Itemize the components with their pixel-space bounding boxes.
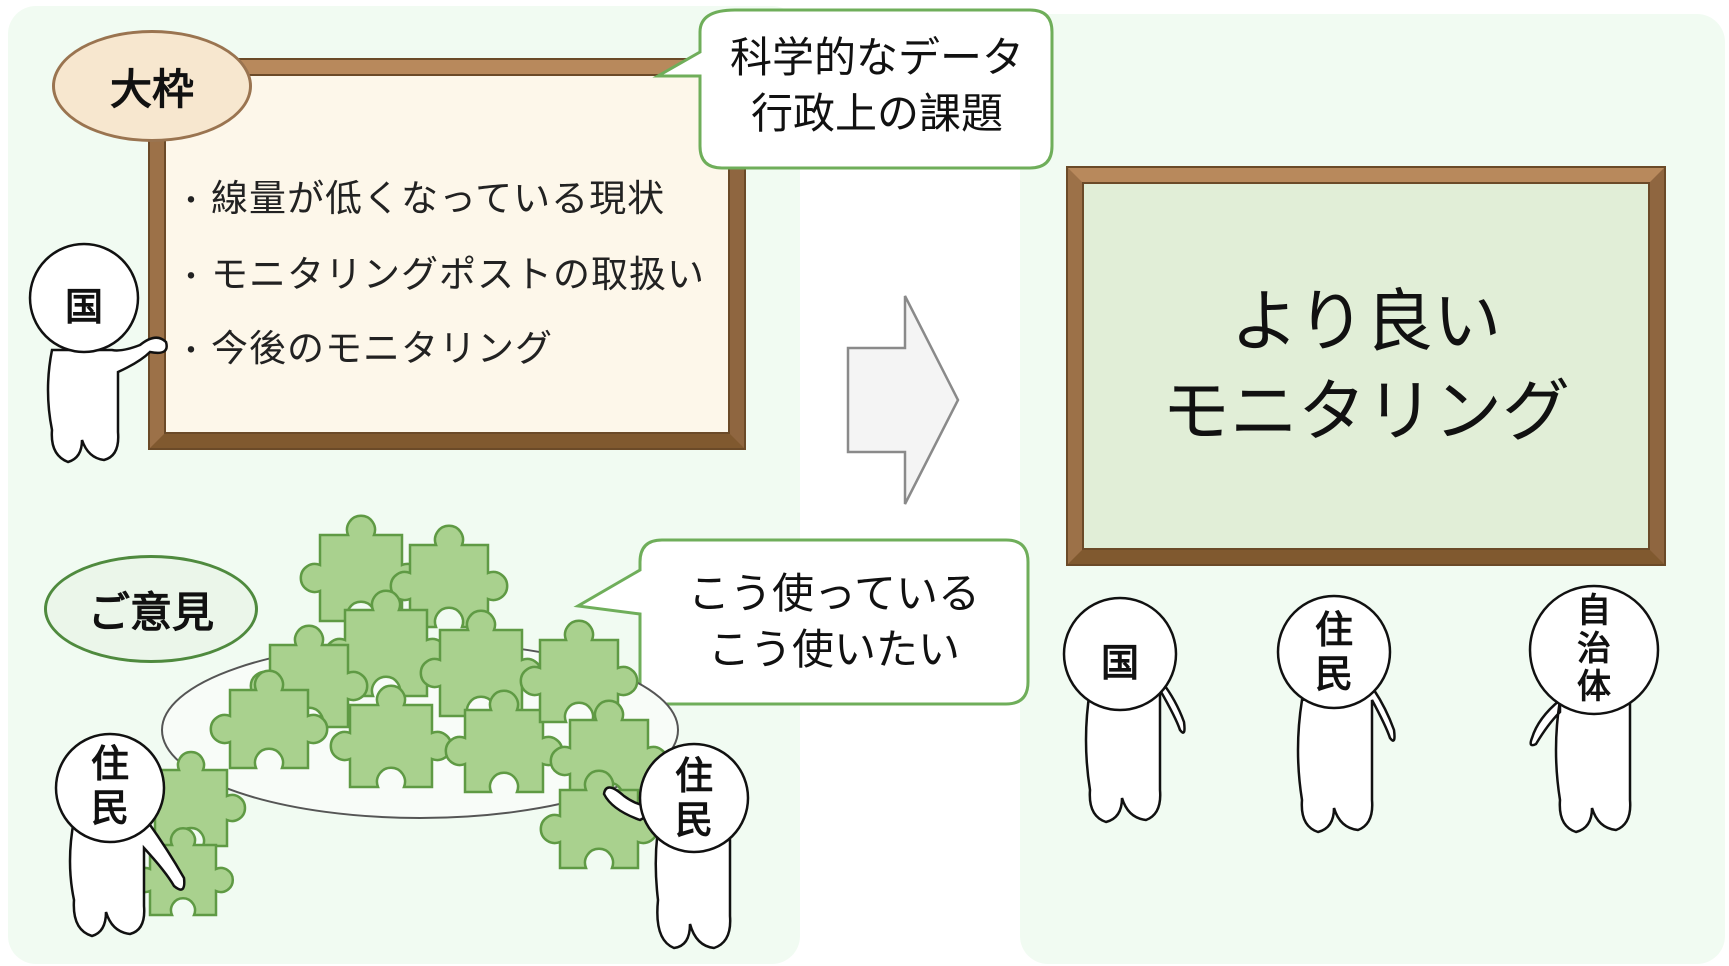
figure-jichitai <box>1528 584 1660 834</box>
jichitai-label: 自 治 体 <box>1566 592 1622 706</box>
puzzle-pile <box>132 514 669 917</box>
figure-jumin-mid <box>1276 594 1396 834</box>
framework-tag: 大枠 <box>52 30 252 142</box>
bullet-item-monitoring-post: ・モニタリングポストの取扱い <box>176 253 705 296</box>
kuni-right-label: 国 <box>1100 641 1139 685</box>
figure-kuni-right <box>1062 596 1186 824</box>
puzzle-piece <box>444 689 564 794</box>
jumin-right-char-1: 住 <box>674 754 713 798</box>
puzzle-piece <box>299 514 423 623</box>
callout-bottom-text: こう使っている こう使いたい <box>648 566 1020 678</box>
right-board-line-1: より良い <box>1230 283 1502 362</box>
bullet-item-current-dose: ・線量が低くなっている現状 <box>176 177 666 220</box>
figure-kuni-left <box>28 242 168 464</box>
jumin-right-char-2: 民 <box>674 798 713 842</box>
right-board-line-2: モニタリング <box>1161 373 1570 452</box>
right-board-title: より良い モニタリング <box>1080 278 1652 458</box>
puzzle-piece <box>209 669 329 770</box>
figure-jumin-left <box>54 732 186 938</box>
jichitai-char-3: 体 <box>1577 667 1611 707</box>
puzzle-piece <box>329 684 453 789</box>
callout-bottom-line-1: こう使っている <box>688 569 980 618</box>
jumin-mid-char-1: 住 <box>1314 608 1353 652</box>
callout-bottom-line-2: こう使いたい <box>707 625 960 674</box>
callout-top-line-1: 科学的なデータ <box>729 33 1024 82</box>
right-board <box>1068 168 1664 564</box>
jumin-mid-label: 住 民 <box>1304 608 1364 696</box>
figure-jumin-right <box>602 742 750 950</box>
arrow-shape <box>846 295 960 505</box>
kuni-left-label: 国 <box>64 285 103 329</box>
jumin-mid-char-2: 民 <box>1314 652 1353 696</box>
jumin-right-label: 住 民 <box>664 754 724 842</box>
callout-top-text: 科学的なデータ 行政上の課題 <box>712 30 1042 142</box>
jumin-left-label: 住 民 <box>80 742 140 830</box>
jichitai-char-1: 自 <box>1577 591 1611 631</box>
jumin-left-char-2: 民 <box>90 786 129 830</box>
opinions-tag: ご意見 <box>44 555 258 663</box>
callout-top-line-2: 行政上の課題 <box>750 89 1003 138</box>
bullet-item-future-monitoring: ・今後のモニタリング <box>176 327 553 370</box>
jichitai-char-2: 治 <box>1577 629 1611 669</box>
puzzle-piece <box>539 769 659 870</box>
jumin-left-char-1: 住 <box>90 742 129 786</box>
callout-top-bubble <box>652 8 1054 170</box>
